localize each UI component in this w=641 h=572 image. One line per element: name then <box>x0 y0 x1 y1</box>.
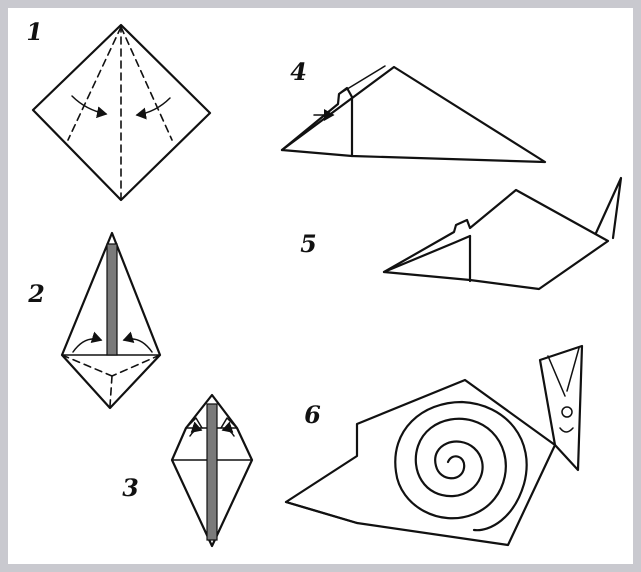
step-6-antenna-left <box>548 356 565 396</box>
step-6-foot-line <box>286 502 357 523</box>
step-3-right-arrow-icon <box>223 430 234 436</box>
step-6-eye-icon <box>562 407 572 417</box>
step-3-left-flap <box>186 418 202 428</box>
step-1-right-fold-line <box>121 27 172 140</box>
step-3-left-arrow-icon <box>190 430 201 436</box>
step-3-diagram <box>172 395 252 546</box>
step-5-body-outline <box>384 190 608 289</box>
step-6-shell-outline <box>286 380 555 545</box>
step-2-right-arrow-icon <box>124 339 152 352</box>
step-6-smile-icon <box>560 428 573 432</box>
step-2-diagram <box>62 233 160 408</box>
step-3-center-strip <box>207 404 217 540</box>
step-4-notch <box>282 88 352 156</box>
step-6-antenna-right <box>567 348 579 391</box>
step-6-diagram <box>286 346 582 545</box>
step-1-left-arrow-icon <box>72 96 106 114</box>
step-1-left-fold-line <box>68 27 121 140</box>
step-2-left-arrow-icon <box>73 339 101 352</box>
step-4-diagram <box>282 66 545 162</box>
step-5-head <box>596 178 621 238</box>
step-6-spiral-icon <box>395 402 526 530</box>
step-5-tail <box>384 236 470 272</box>
step-2-left-dashed-line <box>62 355 112 376</box>
step-5-diagram <box>384 178 621 289</box>
step-2-center-strip <box>107 244 117 355</box>
step-2-right-dashed-line <box>112 355 160 376</box>
step-3-right-flap <box>221 418 237 428</box>
step-1-diagram <box>33 25 210 200</box>
step-2-bottom-dashed-line <box>110 376 112 406</box>
step-6-head-outline <box>540 346 582 470</box>
step-1-right-arrow-icon <box>137 98 170 115</box>
